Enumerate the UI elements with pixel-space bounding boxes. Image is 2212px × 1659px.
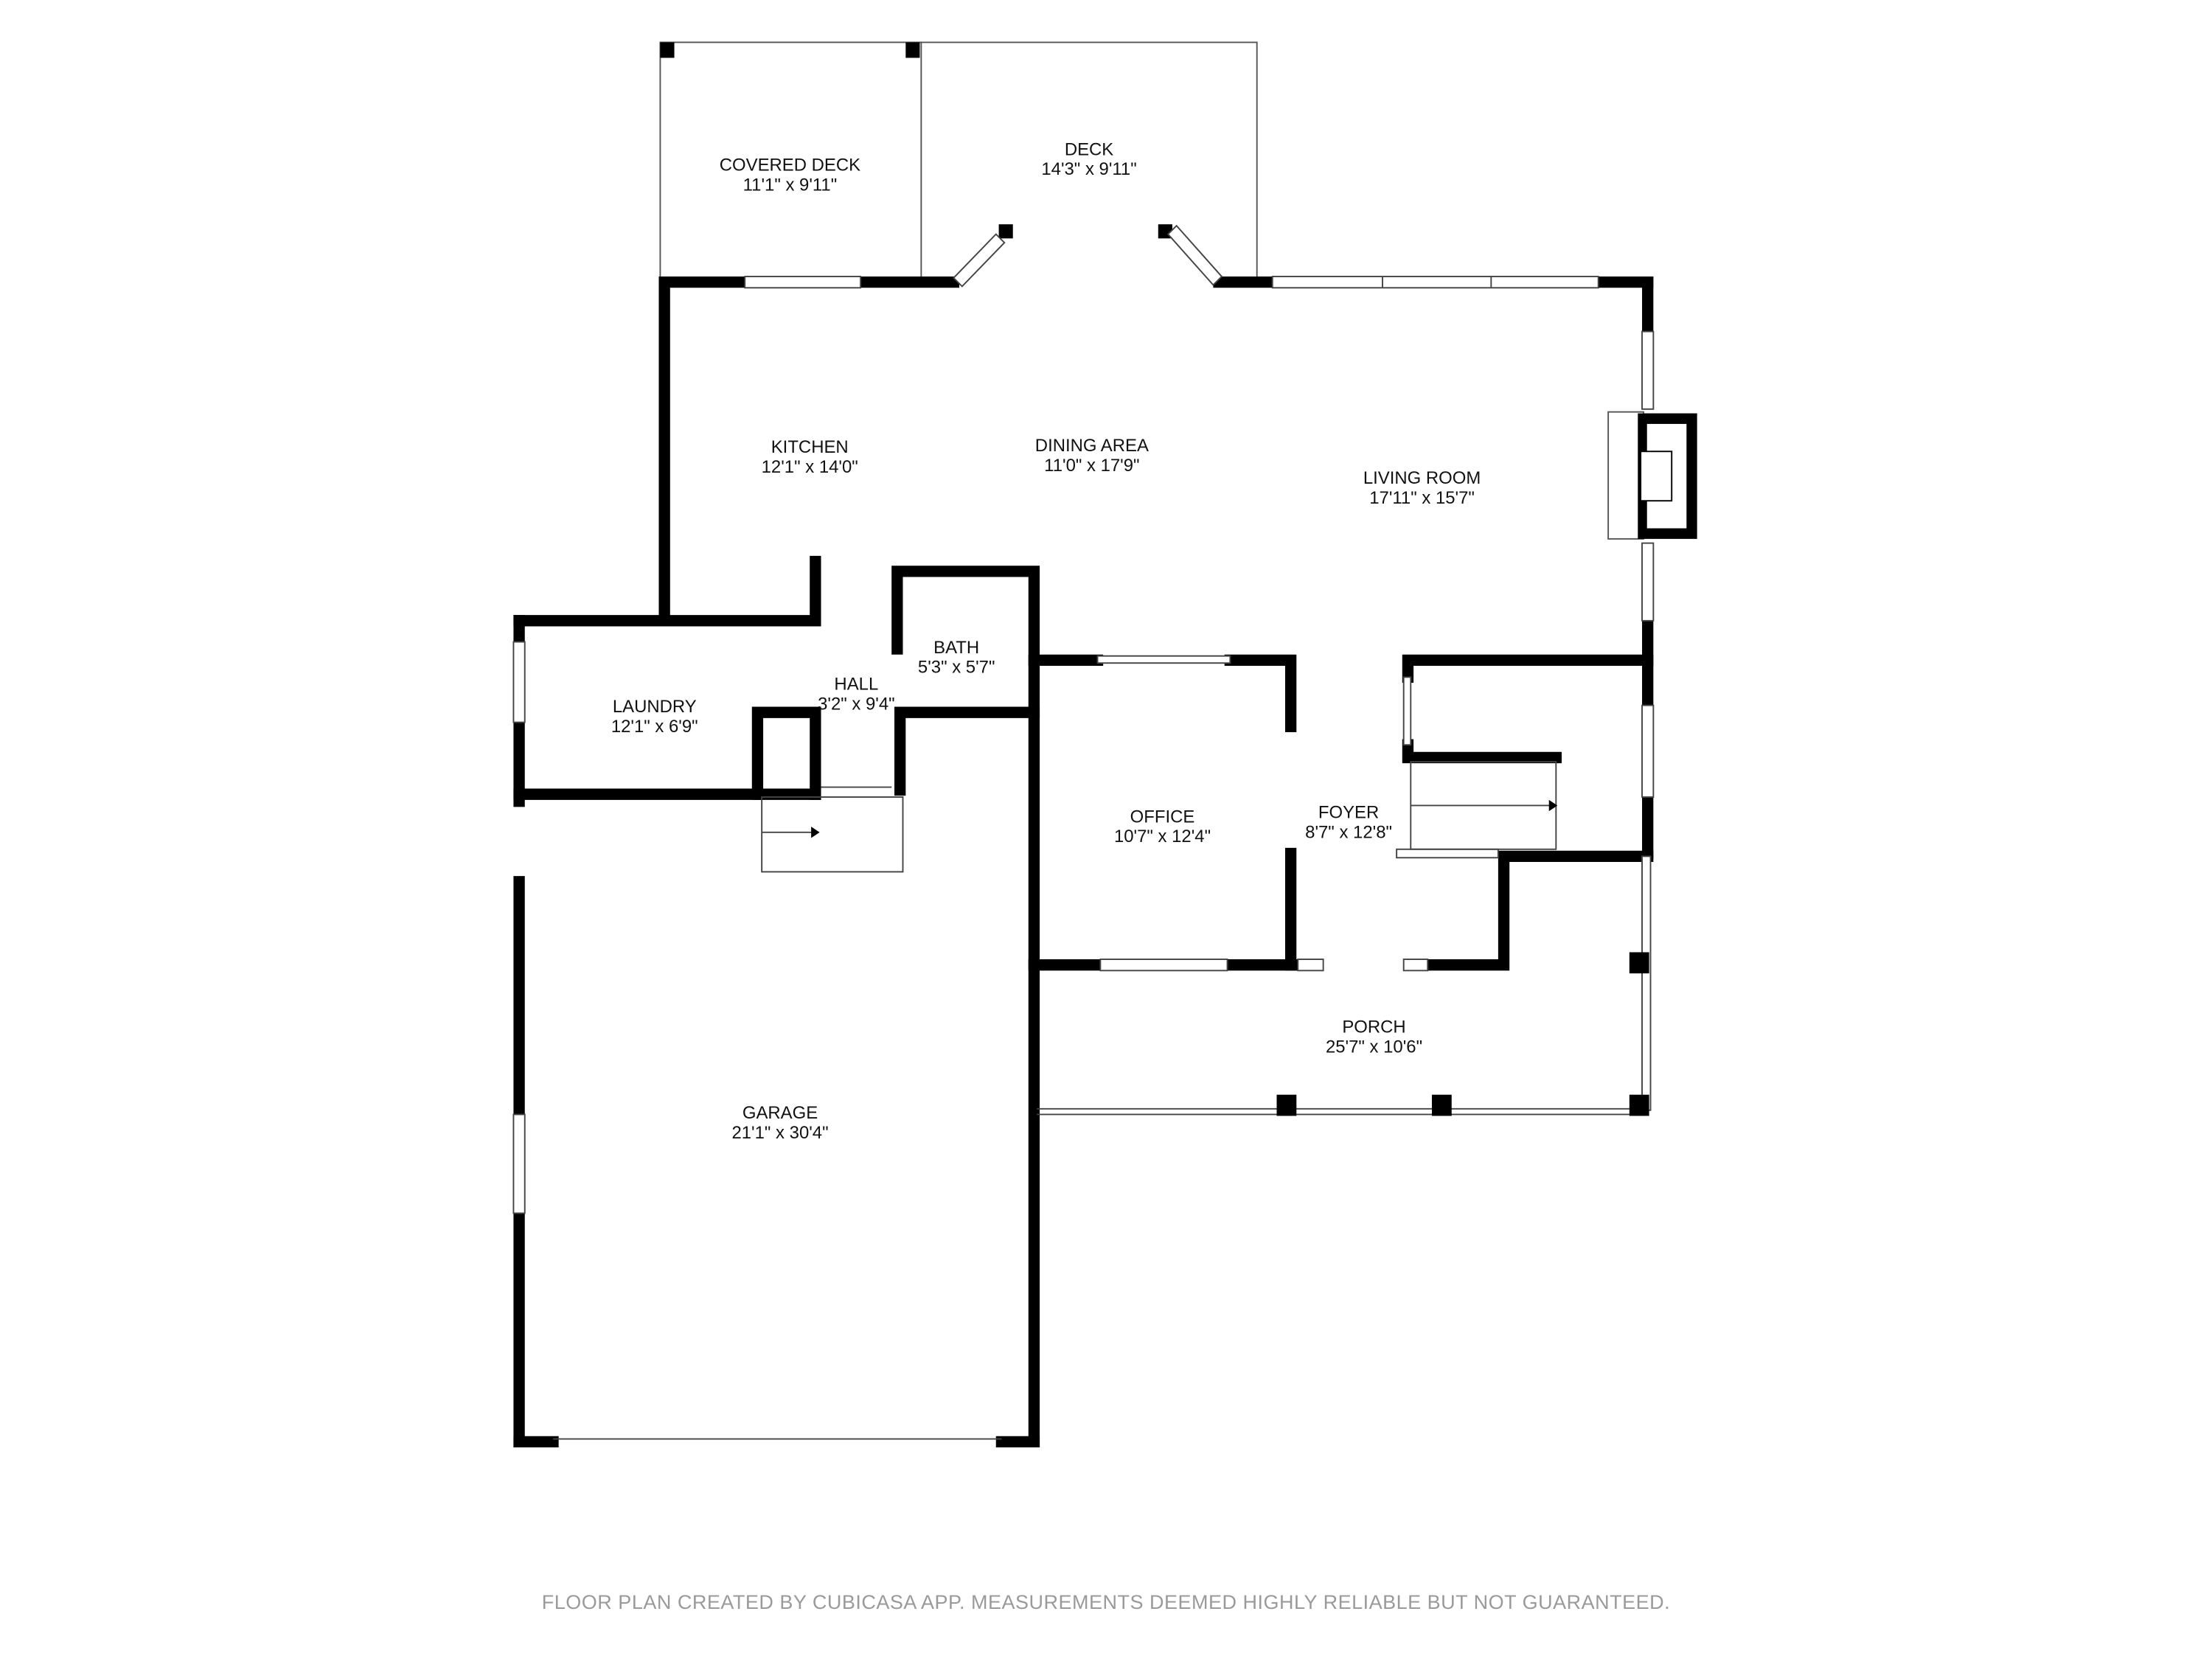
room-size-covered-deck: 11'1" x 9'11" — [743, 175, 838, 195]
room-size-deck: 14'3" x 9'11" — [1041, 159, 1136, 179]
room-size-living-room: 17'11" x 15'7" — [1369, 488, 1475, 508]
room-size-kitchen: 12'1" x 14'0" — [762, 457, 858, 477]
room-name-laundry: LAUNDRY — [613, 697, 697, 717]
room-size-hall: 3'2" x 9'4" — [818, 694, 895, 714]
room-name-kitchen: KITCHEN — [771, 437, 849, 457]
room-name-garage: GARAGE — [742, 1103, 818, 1123]
windows — [512, 224, 1655, 1440]
room-size-porch: 25'7" x 10'6" — [1326, 1037, 1422, 1057]
disclaimer-footer: FLOOR PLAN CREATED BY CUBICASA APP. MEAS… — [541, 1591, 1671, 1613]
room-size-foyer: 8'7" x 12'8" — [1305, 822, 1392, 842]
room-name-foyer: FOYER — [1318, 803, 1379, 823]
room-name-porch: PORCH — [1342, 1018, 1405, 1037]
walls — [513, 276, 1654, 1448]
room-size-dining-area: 11'0" x 17'9" — [1044, 456, 1139, 476]
room-size-office: 10'7" x 12'4" — [1114, 827, 1211, 846]
room-name-bath: BATH — [933, 638, 979, 658]
room-name-living-room: LIVING ROOM — [1363, 468, 1481, 488]
room-size-laundry: 12'1" x 6'9" — [611, 717, 698, 737]
room-name-hall: HALL — [834, 675, 878, 695]
fireplace — [1607, 411, 1697, 540]
stairs — [761, 761, 1557, 873]
room-size-garage: 21'1" x 30'4" — [731, 1123, 828, 1143]
room-size-bath: 5'3" x 5'7" — [918, 658, 995, 678]
room-labels: COVERED DECK 11'1" x 9'11" DECK 14'3" x … — [611, 139, 1481, 1143]
room-name-deck: DECK — [1065, 139, 1113, 159]
room-name-covered-deck: COVERED DECK — [720, 156, 860, 175]
room-name-office: OFFICE — [1130, 807, 1195, 827]
stair-arrows — [811, 799, 1558, 838]
porch-outline — [1037, 952, 1649, 1116]
room-name-dining-area: DINING AREA — [1035, 436, 1149, 456]
